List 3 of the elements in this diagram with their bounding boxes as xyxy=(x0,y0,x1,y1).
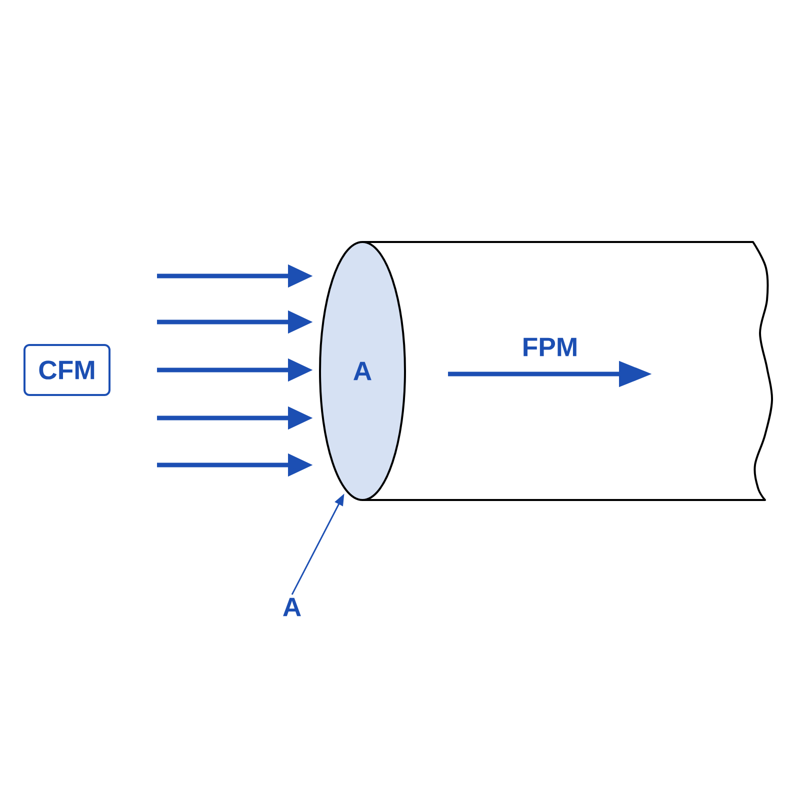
label-box: CFM xyxy=(24,344,110,396)
area-label: A xyxy=(283,598,301,616)
arrow-label: FPM xyxy=(524,338,576,356)
